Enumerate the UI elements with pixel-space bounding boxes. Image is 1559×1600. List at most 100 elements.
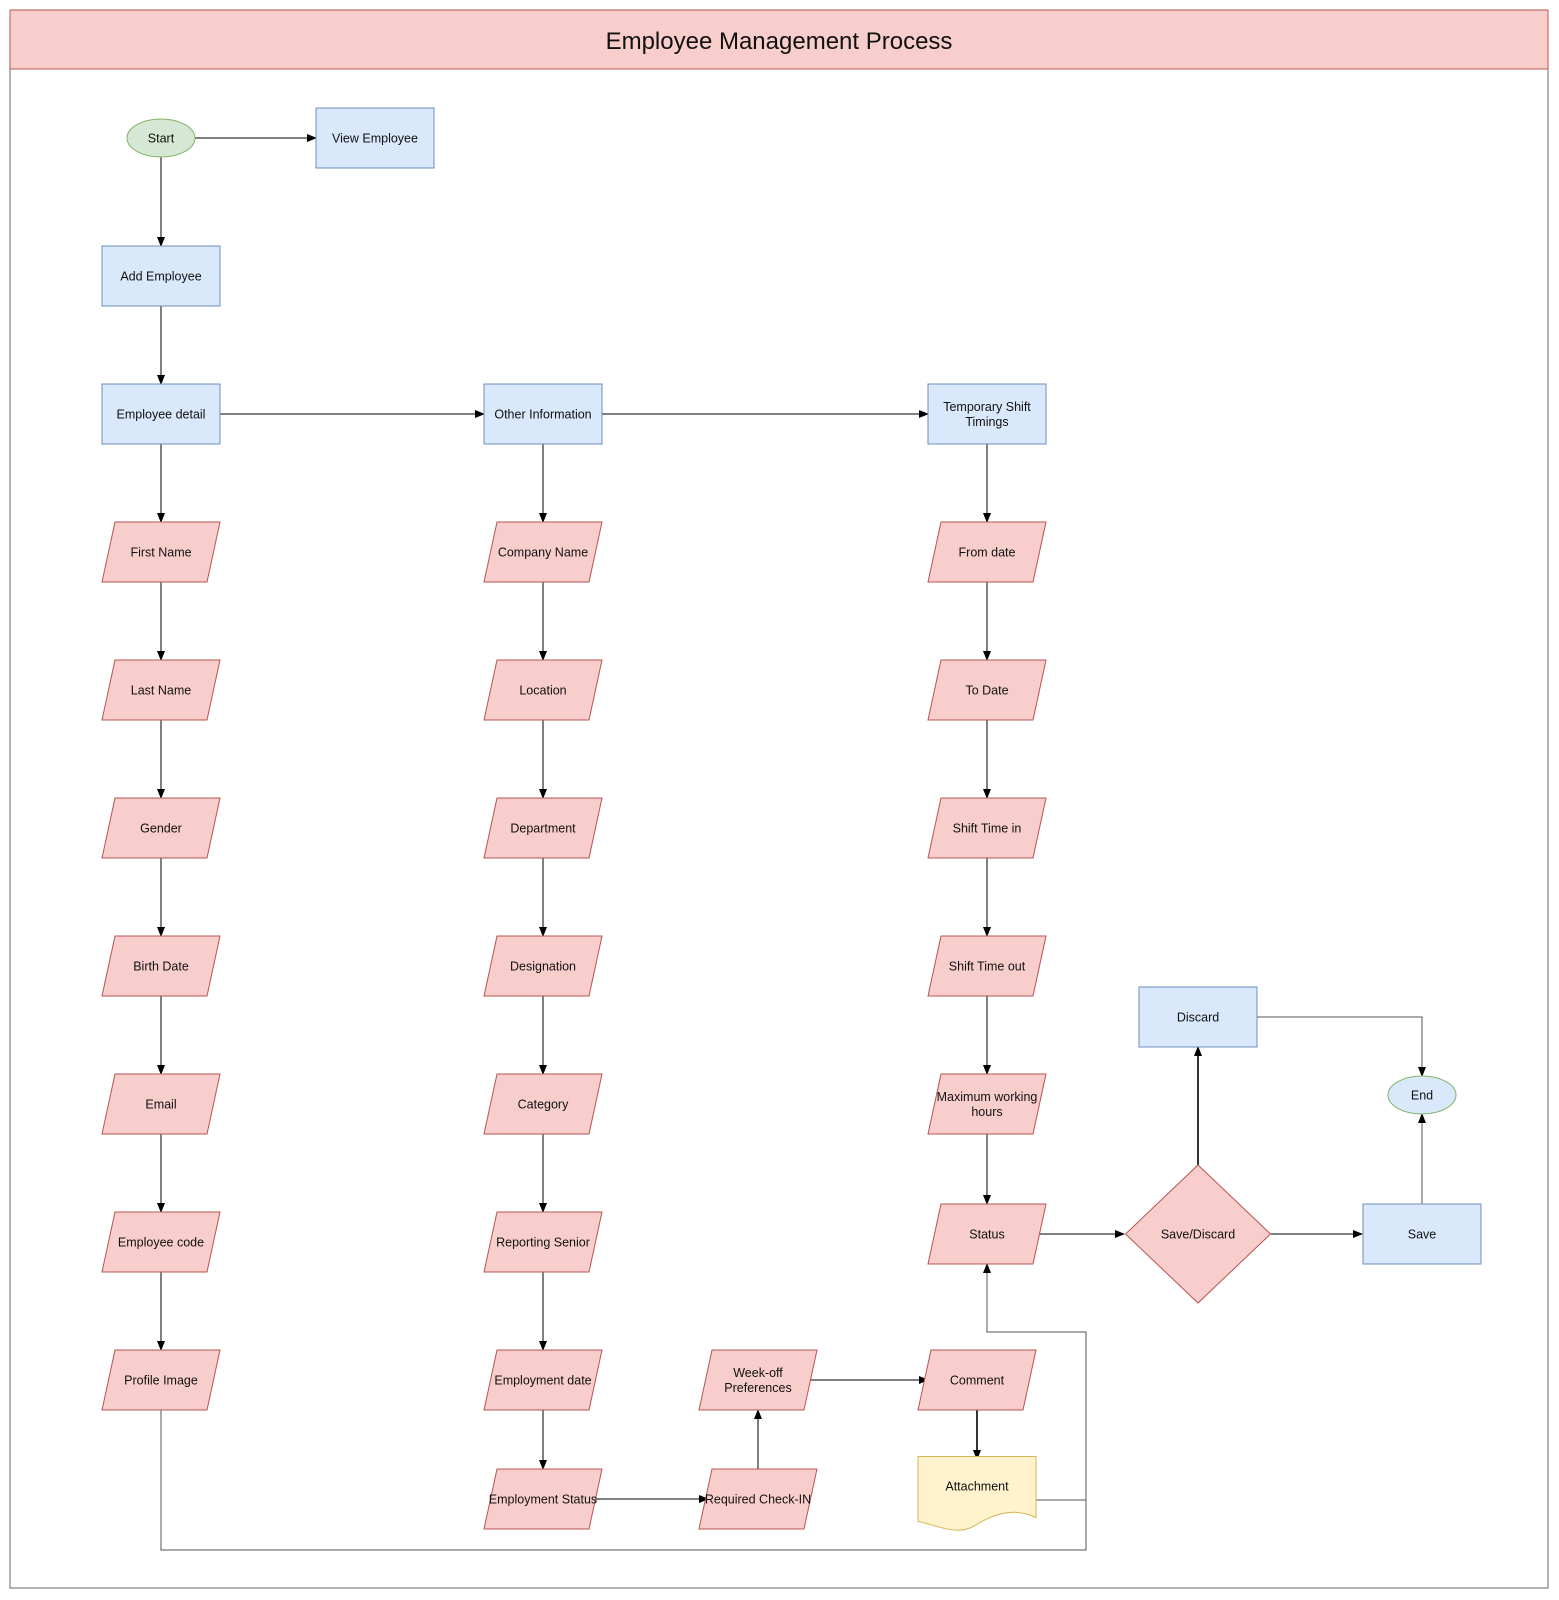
node-label: To Date bbox=[965, 684, 1008, 698]
edges-layer bbox=[157, 134, 1426, 1551]
rect-shape bbox=[1362, 1203, 1482, 1265]
node-label: Reporting Senior bbox=[496, 1236, 590, 1250]
parallelogram-shape bbox=[927, 1073, 1047, 1135]
node-label: Discard bbox=[1177, 1011, 1219, 1025]
parallelogram-shape bbox=[483, 1073, 603, 1135]
node-label: Other Information bbox=[494, 408, 591, 422]
node-label: End bbox=[1411, 1089, 1433, 1103]
node-from-date: From date bbox=[927, 521, 1047, 583]
node-label: Start bbox=[148, 132, 175, 146]
node-label: Location bbox=[519, 684, 566, 698]
node-employee-code: Employee code bbox=[101, 1211, 221, 1273]
node-label: Attachment bbox=[945, 1480, 1009, 1494]
parallelogram-shape bbox=[101, 521, 221, 583]
parallelogram-shape bbox=[927, 1203, 1047, 1265]
parallelogram-shape bbox=[101, 797, 221, 859]
node-view-employee: View Employee bbox=[315, 107, 435, 169]
node-label: Employment date bbox=[494, 1374, 591, 1388]
parallelogram-shape bbox=[483, 659, 603, 721]
rect-shape bbox=[927, 383, 1047, 445]
node-reporting-senior: Reporting Senior bbox=[483, 1211, 603, 1273]
node-last-name: Last Name bbox=[101, 659, 221, 721]
node-add-employee: Add Employee bbox=[101, 245, 221, 307]
node-employment-status: Employment Status bbox=[483, 1468, 603, 1530]
node-label: Category bbox=[518, 1098, 569, 1112]
node-employment-date: Employment date bbox=[483, 1349, 603, 1411]
node-label: Employee code bbox=[118, 1236, 204, 1250]
parallelogram-shape bbox=[927, 521, 1047, 583]
node-label: Birth Date bbox=[133, 960, 189, 974]
rect-shape bbox=[483, 383, 603, 445]
node-required-check-in: Required Check-IN bbox=[698, 1468, 818, 1530]
node-label: Shift Time in bbox=[953, 822, 1022, 836]
node-gender: Gender bbox=[101, 797, 221, 859]
node-label: Save bbox=[1408, 1228, 1437, 1242]
ellipse-shape bbox=[1387, 1075, 1457, 1115]
parallelogram-shape bbox=[101, 1349, 221, 1411]
node-status: Status bbox=[927, 1203, 1047, 1265]
node-profile-image: Profile Image bbox=[101, 1349, 221, 1411]
edge-profile-image-to-status bbox=[160, 1263, 1087, 1551]
parallelogram-shape bbox=[483, 1349, 603, 1411]
node-save: Save bbox=[1362, 1203, 1482, 1265]
node-company-name: Company Name bbox=[483, 521, 603, 583]
parallelogram-shape bbox=[101, 1211, 221, 1273]
node-label: First Name bbox=[130, 546, 191, 560]
parallelogram-shape bbox=[483, 1468, 603, 1530]
node-discard: Discard bbox=[1138, 986, 1258, 1048]
node-label: Employee detail bbox=[117, 408, 206, 422]
title-bar bbox=[9, 9, 1549, 70]
node-other-information: Other Information bbox=[483, 383, 603, 445]
node-label: Add Employee bbox=[120, 270, 201, 284]
parallelogram-shape bbox=[483, 1211, 603, 1273]
node-designation: Designation bbox=[483, 935, 603, 997]
parallelogram-shape bbox=[698, 1468, 818, 1530]
node-label: Last Name bbox=[131, 684, 191, 698]
node-label: Comment bbox=[950, 1374, 1005, 1388]
swimlane-frame bbox=[9, 9, 1549, 1589]
diamond-shape bbox=[1124, 1164, 1272, 1304]
document-shape bbox=[917, 1456, 1037, 1531]
node-label: Required Check-IN bbox=[705, 1493, 811, 1507]
node-label: Email bbox=[145, 1098, 176, 1112]
node-label: View Employee bbox=[332, 132, 418, 146]
parallelogram-shape bbox=[483, 797, 603, 859]
parallelogram-shape bbox=[483, 935, 603, 997]
rect-shape bbox=[101, 245, 221, 307]
parallelogram-shape bbox=[101, 659, 221, 721]
node-label: Status bbox=[969, 1228, 1004, 1242]
node-save-discard: Save/Discard bbox=[1124, 1164, 1272, 1304]
ellipse-shape bbox=[126, 118, 196, 158]
node-to-date: To Date bbox=[927, 659, 1047, 721]
node-label: Save/Discard bbox=[1161, 1228, 1235, 1242]
node-first-name: First Name bbox=[101, 521, 221, 583]
diagram-title: Employee Management Process bbox=[606, 28, 953, 55]
node-comment: Comment bbox=[917, 1349, 1037, 1411]
node-end: End bbox=[1387, 1075, 1457, 1115]
node-email: Email bbox=[101, 1073, 221, 1135]
node-attachment: Attachment bbox=[917, 1456, 1037, 1531]
node-birth-date: Birth Date bbox=[101, 935, 221, 997]
node-employee-detail: Employee detail bbox=[101, 383, 221, 445]
rect-shape bbox=[1138, 986, 1258, 1048]
node-label: Designation bbox=[510, 960, 576, 974]
rect-shape bbox=[101, 383, 221, 445]
rect-shape bbox=[315, 107, 435, 169]
node-shift-out: Shift Time out bbox=[927, 935, 1047, 997]
parallelogram-shape bbox=[698, 1349, 818, 1411]
node-label: Employment Status bbox=[489, 1493, 597, 1507]
parallelogram-shape bbox=[927, 659, 1047, 721]
node-label: Department bbox=[510, 822, 576, 836]
parallelogram-shape bbox=[101, 1073, 221, 1135]
node-category: Category bbox=[483, 1073, 603, 1135]
node-label: From date bbox=[959, 546, 1016, 560]
parallelogram-shape bbox=[927, 797, 1047, 859]
parallelogram-shape bbox=[101, 935, 221, 997]
